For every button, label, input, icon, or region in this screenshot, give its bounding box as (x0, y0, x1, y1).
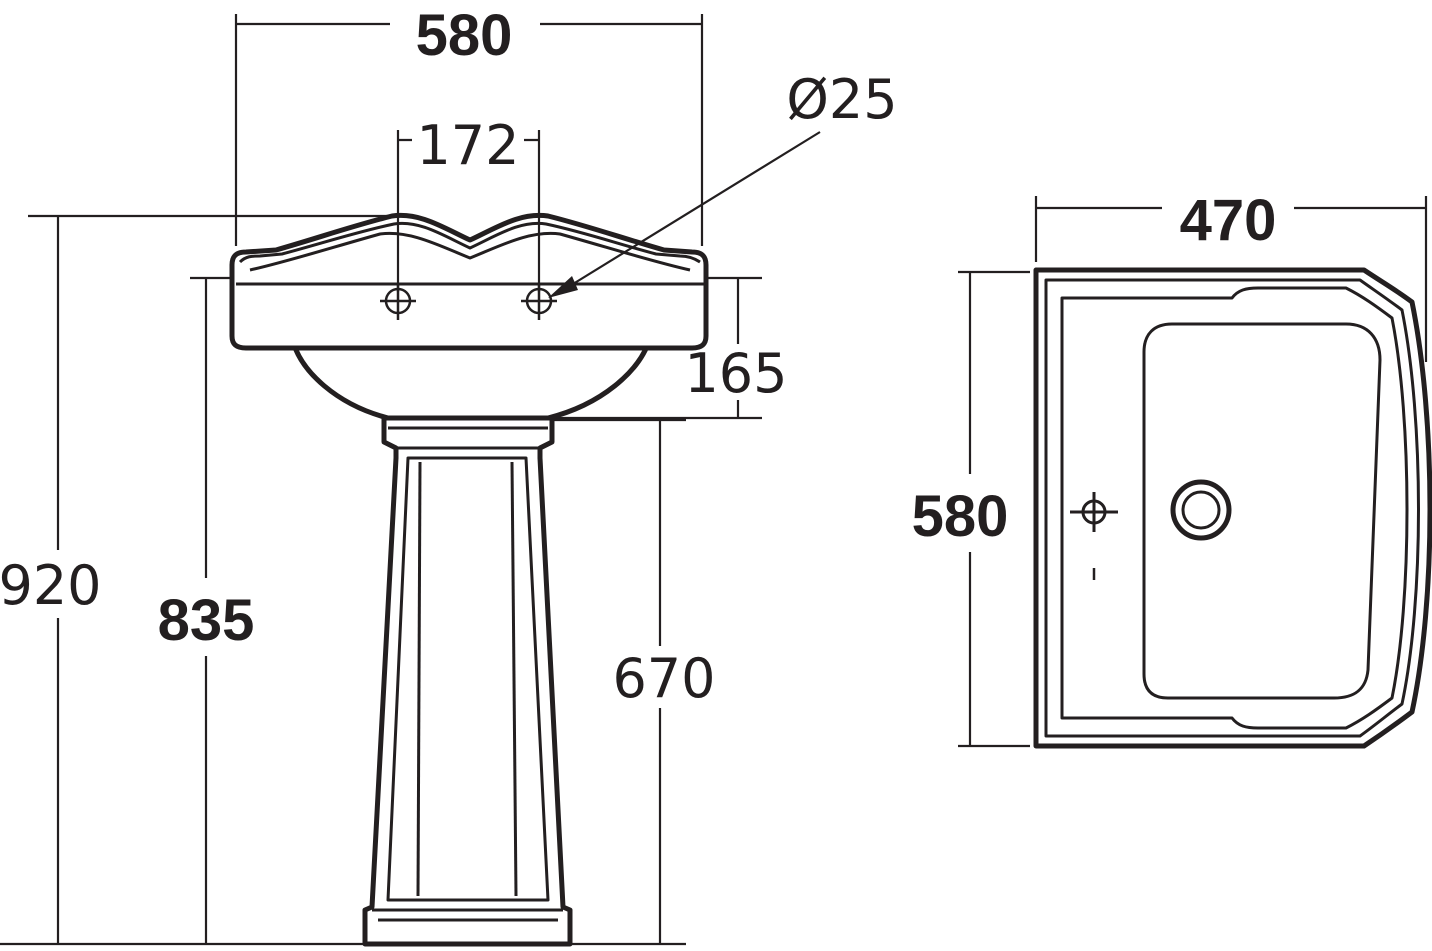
tap-hole-diameter-label: Ø25 (786, 68, 897, 131)
basin-depth-label: 165 (684, 342, 787, 405)
dimension-overall-height: 920 (0, 214, 392, 946)
basin-rim (229, 212, 709, 351)
dimension-overall-width: 580 (234, 3, 704, 246)
top-view-inner-rim (1044, 278, 1420, 738)
dimension-tap-hole-diameter: Ø25 (548, 68, 898, 298)
top-depth-label: 470 (1180, 188, 1277, 253)
top-view-outline (1033, 267, 1432, 749)
pedestal (362, 415, 573, 947)
top-view: 470 580 (912, 188, 1432, 749)
overall-height-label: 920 (0, 554, 102, 617)
overall-width-label: 580 (416, 3, 513, 68)
tap-spacing-label: 172 (416, 114, 519, 177)
dimension-pedestal-height: 670 (552, 418, 716, 946)
front-view: 580 172 Ø25 920 835 165 (0, 3, 898, 947)
dimension-top-width: 580 (912, 270, 1030, 748)
top-view-deck (1060, 286, 1409, 730)
dimension-tap-spacing: 172 (396, 114, 541, 292)
dimension-top-depth: 470 (1034, 188, 1428, 362)
top-width-label: 580 (912, 484, 1009, 549)
pedestal-height-label: 670 (612, 647, 715, 710)
rim-height-label: 835 (158, 588, 255, 653)
dimension-basin-depth: 165 (546, 276, 788, 420)
top-view-bowl (1142, 322, 1382, 700)
drain-hole (1170, 479, 1232, 541)
tap-hole-marker (1070, 492, 1118, 580)
dimension-rim-height: 835 (158, 276, 255, 944)
